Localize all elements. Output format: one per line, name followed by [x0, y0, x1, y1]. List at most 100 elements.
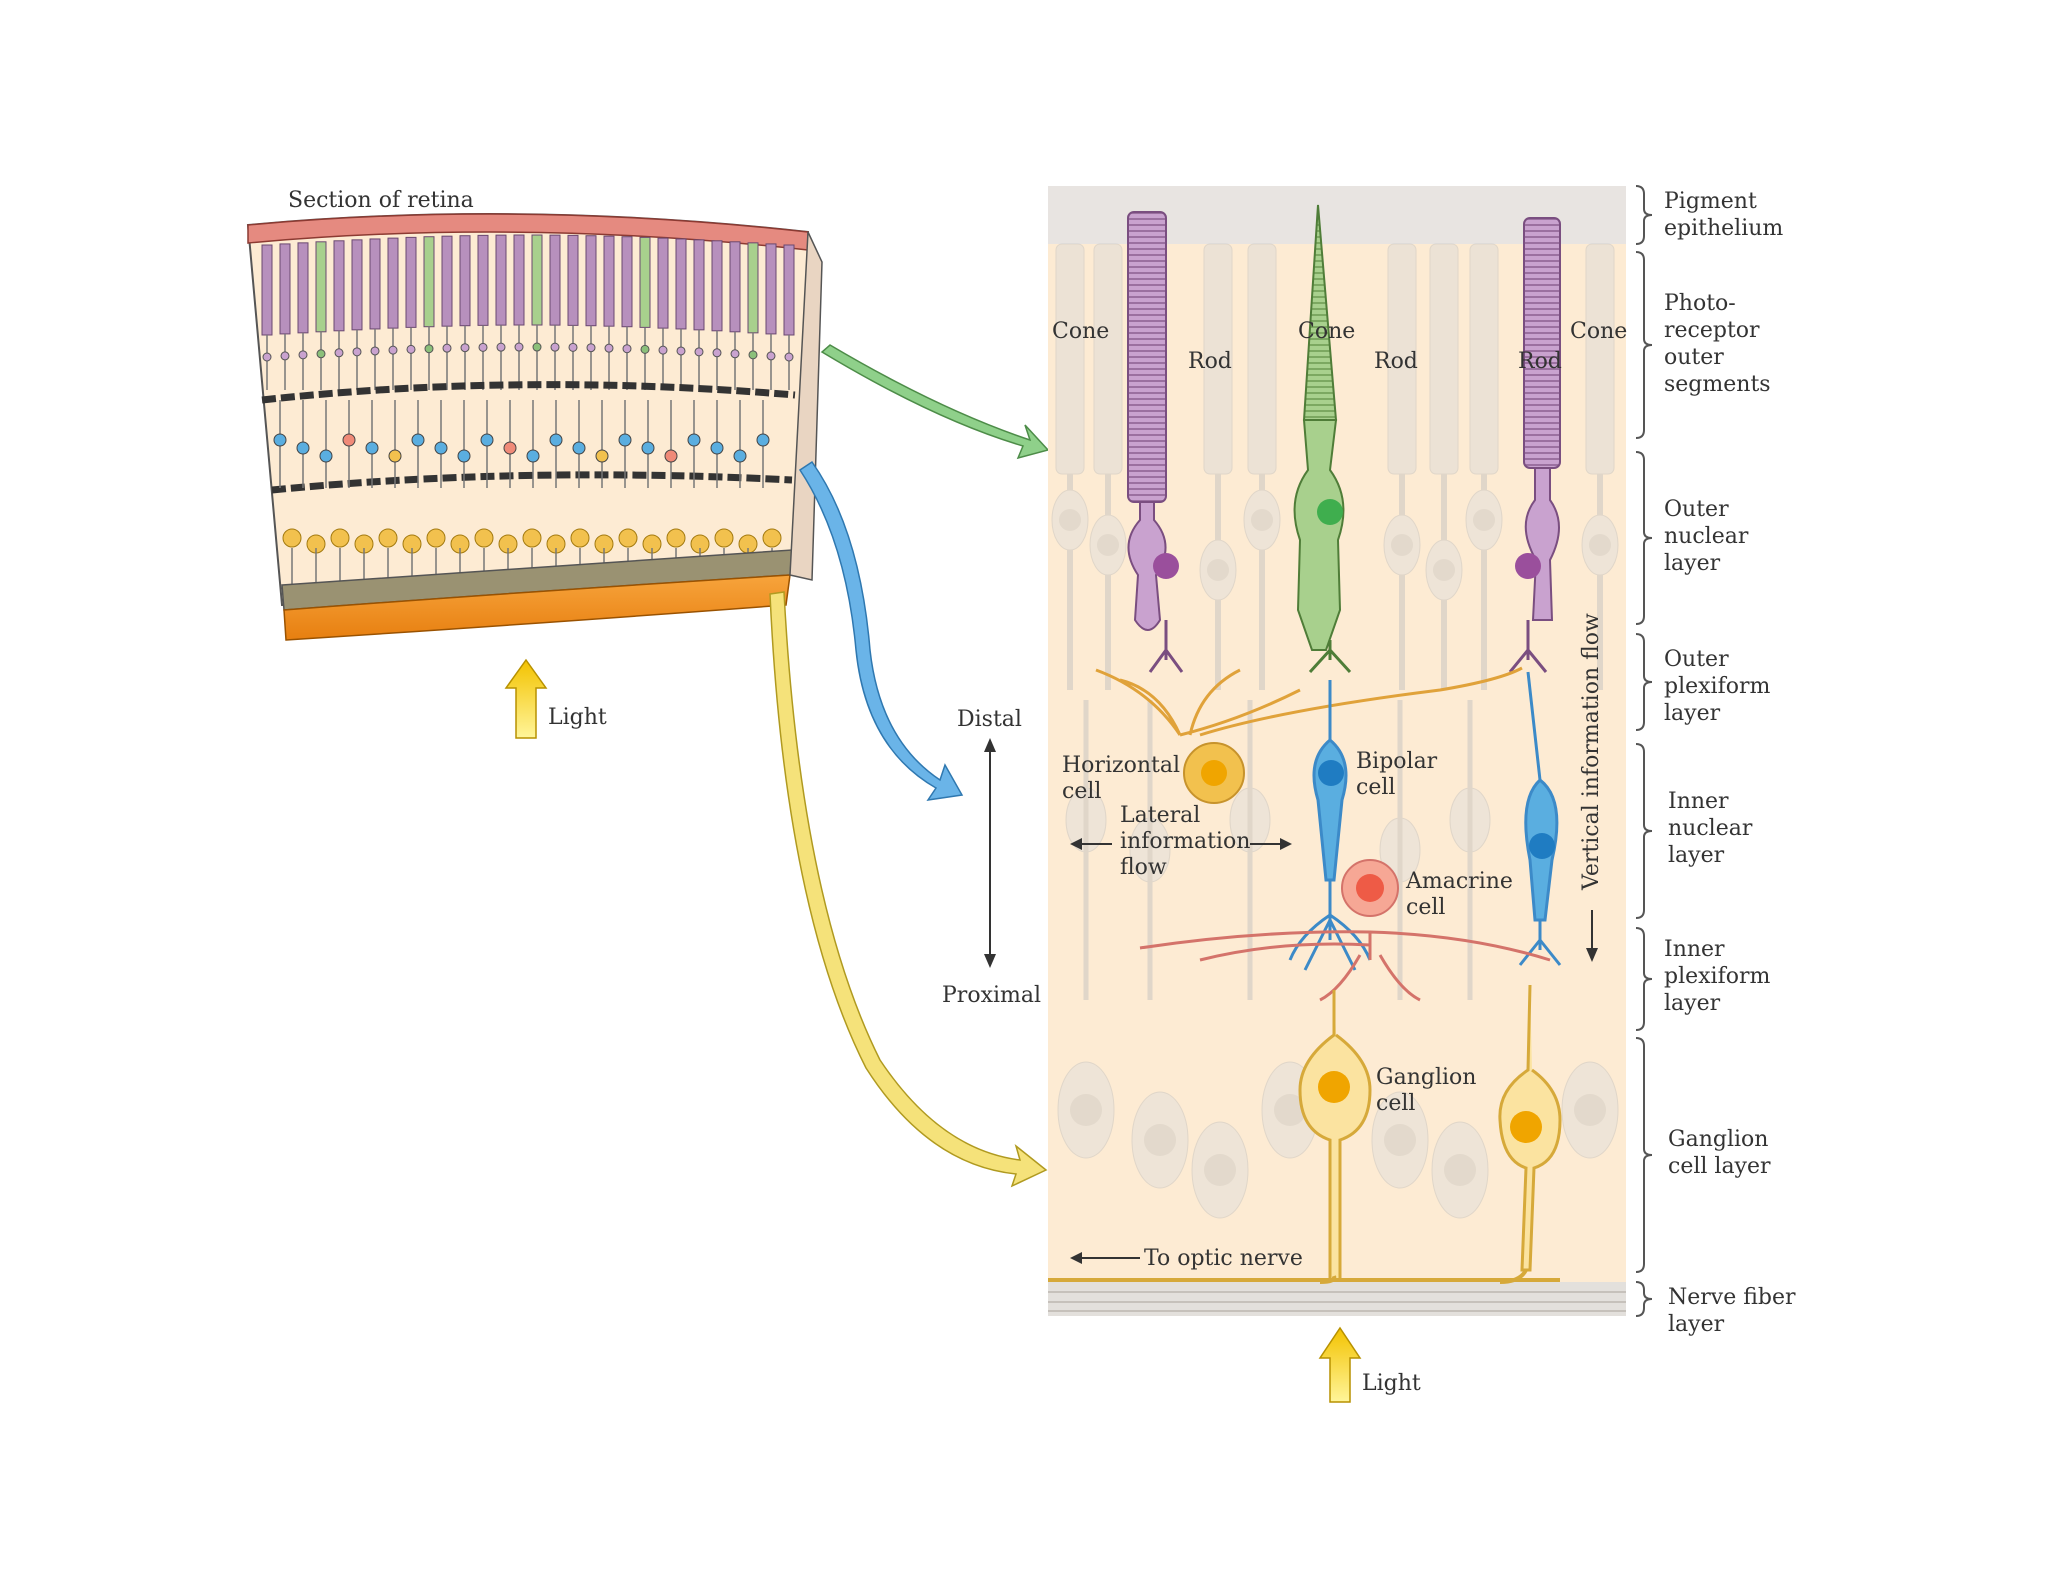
ganglion-cell-dot — [474, 528, 494, 548]
light-label-bottom: Light — [1362, 1371, 1421, 1396]
rod-bar — [585, 235, 597, 327]
receptor-nucleus — [406, 344, 416, 354]
background-soma — [1199, 539, 1237, 601]
background-ganglion-nucleus — [1444, 1154, 1476, 1186]
receptor-nucleus — [316, 349, 326, 359]
bipolar-cell-dot — [480, 433, 494, 447]
optic-nerve-fiber — [1048, 1268, 1560, 1284]
background-receptor — [1387, 243, 1417, 475]
receptor-nucleus — [694, 347, 704, 357]
receptor-nucleus — [298, 350, 308, 360]
ganglion-cell-dot — [762, 528, 782, 548]
background-nucleus — [1251, 509, 1273, 531]
label-ganglion-cell: Ganglion cell — [1376, 1065, 1483, 1116]
background-nucleus — [1473, 509, 1495, 531]
rod-bar — [369, 238, 381, 330]
ganglion-cell-dot — [666, 528, 686, 548]
bipolar-cell-dot — [572, 441, 586, 455]
rod-bar — [657, 237, 669, 329]
layer-brace — [1635, 451, 1653, 625]
receptor-nucleus — [460, 343, 470, 353]
retina-section-block — [246, 213, 823, 641]
label-rod-left: Rod — [1188, 349, 1232, 374]
rod-bar — [261, 244, 273, 336]
background-nucleus — [1059, 509, 1081, 531]
receptor-nucleus — [712, 348, 722, 358]
background-soma — [1581, 514, 1619, 576]
bipolar-cell-center — [1288, 680, 1372, 971]
cone-bar — [423, 236, 435, 328]
distal-proximal-axis — [984, 738, 996, 968]
layer-brace — [1635, 743, 1653, 919]
rod-bars-left — [261, 234, 795, 390]
bipolar-cell-dot — [526, 449, 540, 463]
receptor-nucleus — [334, 348, 344, 358]
layer-outer-nuclear: Outer nuclear layer — [1664, 497, 1755, 576]
background-inner-cell — [1379, 817, 1421, 883]
background-ganglion — [1431, 1121, 1489, 1219]
rod-bar — [603, 235, 615, 327]
ganglion-cell-dot — [426, 528, 446, 548]
proximal-label: Proximal — [942, 983, 1041, 1008]
cone-bar — [315, 241, 327, 333]
background-ganglion — [1131, 1091, 1189, 1189]
rod-bar — [405, 236, 417, 328]
background-inner-cell — [1229, 787, 1271, 853]
rod-bar — [441, 235, 453, 327]
receptor-nucleus — [442, 343, 452, 353]
receptor-nucleus — [568, 342, 578, 352]
receptor-nucleus — [496, 342, 506, 352]
receptor-nucleus — [784, 352, 794, 362]
layer-nerve-fiber: Nerve fiber layer — [1668, 1285, 1803, 1337]
bipolar-cell-dot — [434, 441, 448, 455]
background-nucleus — [1589, 534, 1611, 556]
green-arrow — [820, 344, 1050, 460]
cone-cell-center — [1293, 204, 1352, 674]
ganglion-cell-right — [1498, 984, 1562, 1272]
rod-bar — [387, 237, 399, 329]
cone-bar — [747, 242, 759, 334]
receptor-nucleus — [676, 346, 686, 356]
bipolar-cell-dot — [664, 449, 678, 463]
label-cone-center: Cone — [1298, 319, 1355, 344]
background-nucleus — [1097, 534, 1119, 556]
receptor-nucleus — [640, 344, 650, 354]
background-ganglion — [1057, 1061, 1115, 1159]
rod-bar — [495, 234, 507, 326]
background-soma — [1051, 489, 1089, 551]
background-ganglion — [1371, 1091, 1429, 1189]
blue-arrow — [798, 460, 964, 801]
background-nucleus — [1433, 559, 1455, 581]
background-inner-cell — [1129, 817, 1171, 883]
bipolar-cell-dot — [733, 449, 747, 463]
horizontal-cell — [1095, 666, 1523, 804]
bipolar-cell-dot — [641, 441, 655, 455]
ganglion-cell-dot — [378, 528, 398, 548]
vertical-flow-arrow — [1586, 910, 1598, 962]
layer-inner-plexiform: Inner plexiform layer — [1664, 937, 1777, 1016]
receptor-nucleus — [748, 350, 758, 360]
background-ganglion-nucleus — [1204, 1154, 1236, 1186]
receptor-nucleus — [262, 352, 272, 362]
bipolar-cell-dot — [595, 449, 609, 463]
background-receptor — [1585, 243, 1615, 475]
receptor-nucleus — [532, 342, 542, 352]
receptor-nucleus — [280, 351, 290, 361]
rod-bar — [711, 240, 723, 332]
bipolar-cell-dot — [756, 433, 770, 447]
layer-brace — [1635, 633, 1653, 731]
light-arrow-left — [504, 658, 548, 739]
receptor-nucleus — [622, 344, 632, 354]
amacrine-cell — [1139, 859, 1551, 1002]
light-label-left: Light — [548, 705, 607, 730]
label-horizontal-cell: Horizontal cell — [1062, 753, 1187, 804]
label-lateral-flow: Lateral information flow — [1120, 803, 1257, 880]
background-ganglion-nucleus — [1384, 1124, 1416, 1156]
background-ganglion-nucleus — [1070, 1094, 1102, 1126]
receptor-nucleus — [478, 342, 488, 352]
background-nucleus — [1207, 559, 1229, 581]
background-ganglion-nucleus — [1574, 1094, 1606, 1126]
background-receptor — [1429, 243, 1459, 475]
label-vertical-flow: Vertical information flow — [1579, 613, 1604, 891]
bipolar-cell-dot — [411, 433, 425, 447]
